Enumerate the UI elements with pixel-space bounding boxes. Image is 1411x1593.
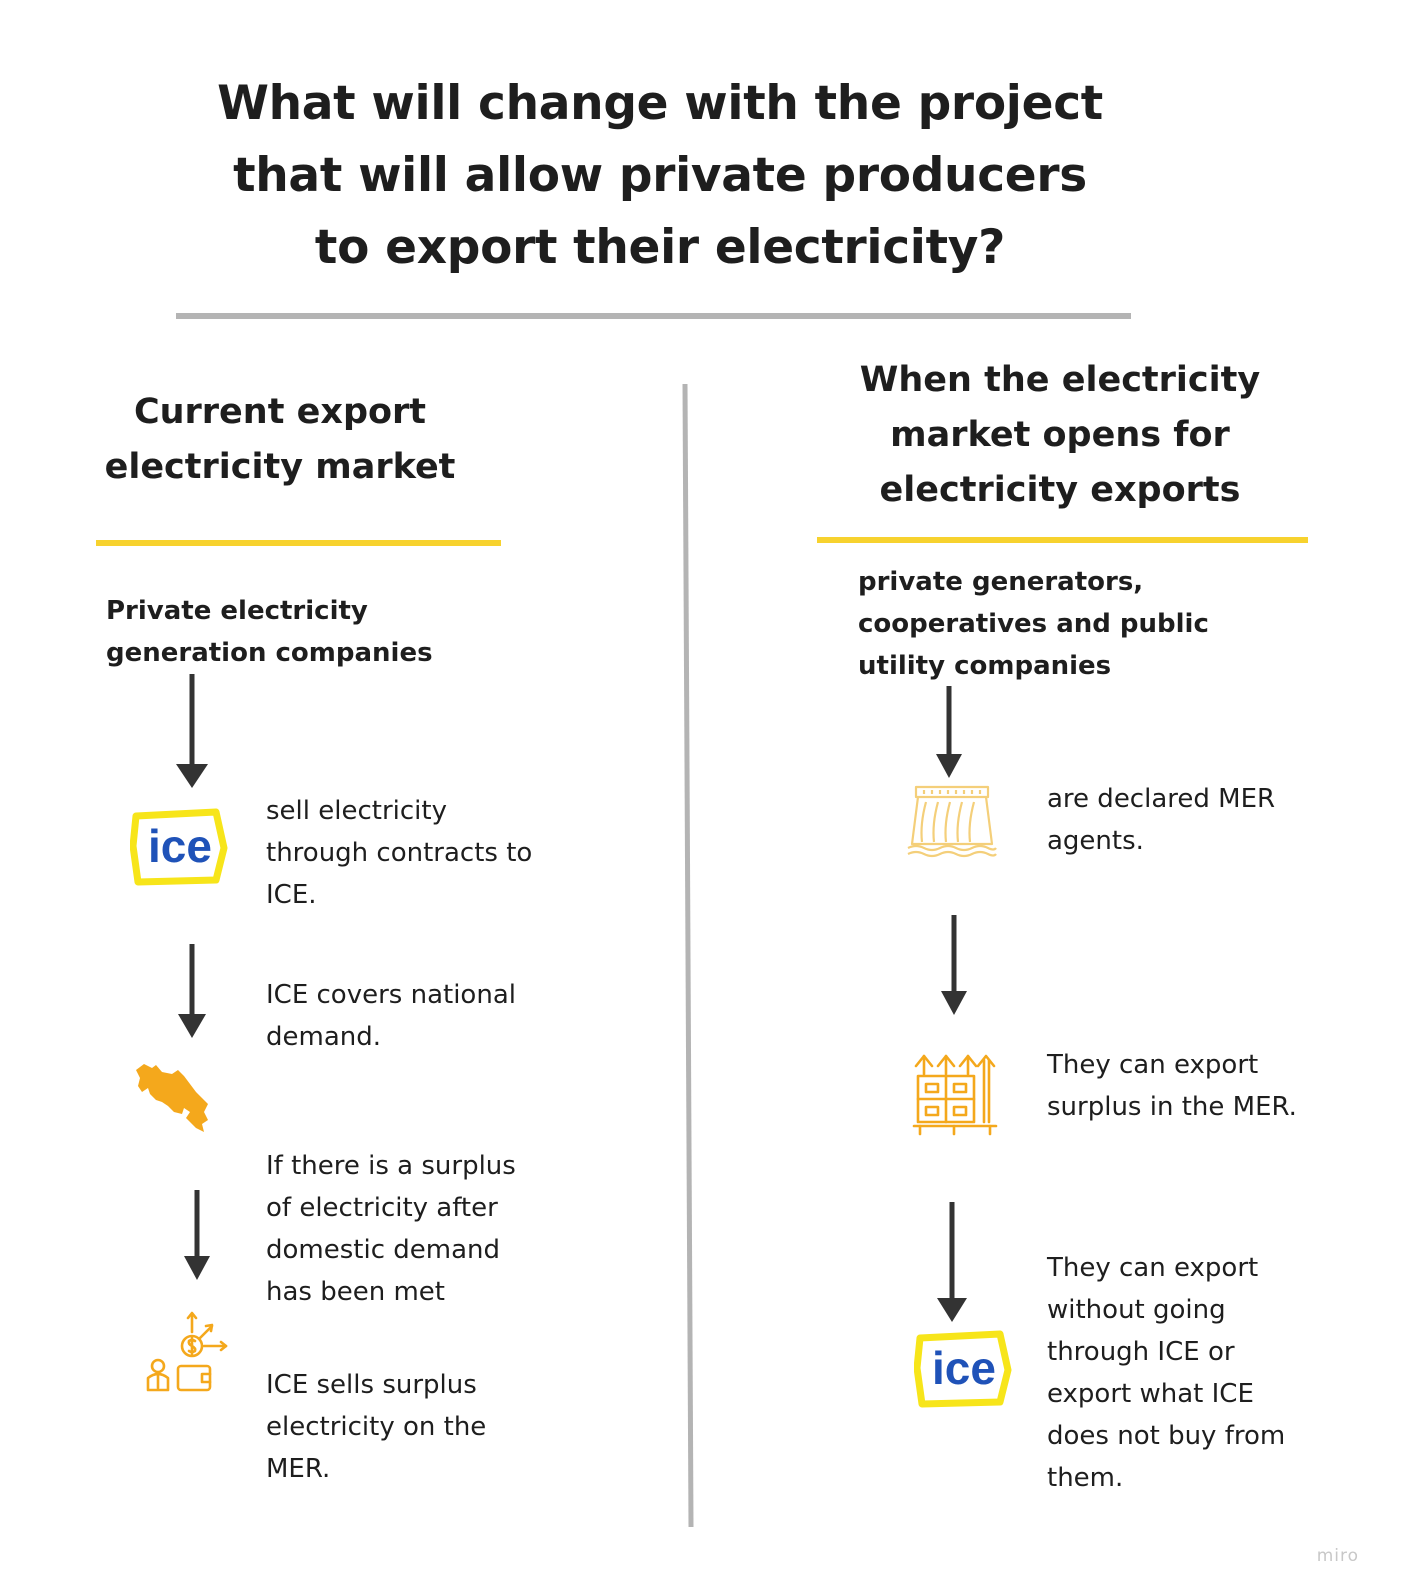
- svg-text:ice: ice: [148, 820, 212, 872]
- ice-logo: ice: [914, 1330, 1012, 1408]
- money-export-icon: [146, 1311, 228, 1392]
- right-actor-label: private generators, cooperatives and pub…: [858, 567, 1209, 681]
- left-step-4-text: ICE sells surplus electricity on the MER…: [266, 1370, 487, 1484]
- hydroelectric-dam-icon: [907, 785, 997, 858]
- left-step-2-text: ICE covers national demand.: [266, 980, 516, 1052]
- flow-arrow: [941, 915, 967, 1015]
- export-boxes-icon: [912, 1054, 998, 1136]
- left-column-heading: Current export electricity market: [104, 392, 456, 487]
- ice-logo: ice: [130, 808, 228, 886]
- flow-arrow: [176, 674, 208, 788]
- column-divider: [682, 383, 694, 1528]
- left-step-1-text: sell electricity through contracts to IC…: [266, 796, 533, 910]
- flow-arrow: [937, 1202, 967, 1322]
- right-step-2-text: They can export surplus in the MER.: [1047, 1050, 1297, 1122]
- right-step-3-text: They can export without going through IC…: [1047, 1253, 1286, 1493]
- left-step-3-text: If there is a surplus of electricity aft…: [266, 1151, 516, 1307]
- flow-arrow: [178, 944, 206, 1038]
- miro-watermark: miro: [1316, 1546, 1359, 1566]
- left-heading-underline: [96, 540, 501, 546]
- flow-arrow: [184, 1190, 210, 1280]
- right-heading-underline: [817, 537, 1308, 543]
- right-step-1-text: are declared MER agents.: [1047, 784, 1276, 856]
- flow-arrow: [936, 686, 962, 778]
- svg-text:ice: ice: [932, 1342, 996, 1394]
- title-divider: [176, 313, 1131, 319]
- page-title: What will change with the project that w…: [217, 76, 1103, 275]
- left-actor-label: Private electricity generation companies: [106, 596, 433, 668]
- right-column-heading: When the electricity market opens for el…: [859, 360, 1261, 510]
- costa-rica-map-icon: [136, 1064, 208, 1132]
